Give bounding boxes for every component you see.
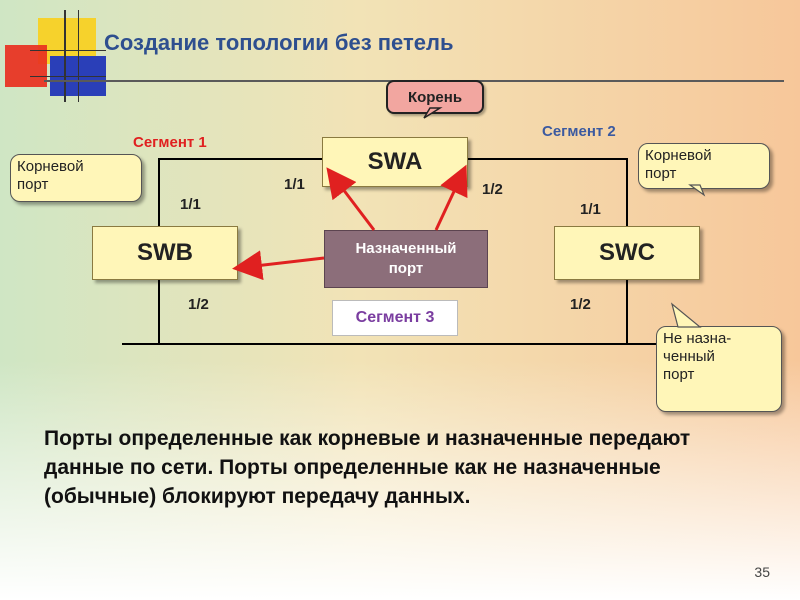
segment-3-wire <box>122 343 662 345</box>
swc-downlink-wire <box>626 279 628 344</box>
designated-port-line-2: порт <box>388 260 424 277</box>
designated-port-line-1: Назначенный <box>355 240 457 257</box>
segment-3-label: Сегмент 3 <box>332 300 458 336</box>
root-port-callout-right: Корневой порт <box>638 143 770 189</box>
segment-2-wire <box>466 158 626 160</box>
callout-left-line-1: Корневой <box>17 158 84 175</box>
port-swa-left: 1/1 <box>284 176 305 193</box>
segment-2-label: Сегмент 2 <box>542 123 616 140</box>
callout-nd-line-1: Не назна- <box>663 330 732 347</box>
port-swa-right: 1/2 <box>482 181 503 198</box>
swb-uplink-wire <box>158 158 160 226</box>
callout-right-line-1: Корневой <box>645 147 712 164</box>
switch-swb[interactable]: SWB <box>92 226 238 280</box>
slide-title: Создание топологии без петель <box>104 30 454 55</box>
arrow-to-swa-left <box>326 167 376 231</box>
designated-port-box: Назначенный порт <box>324 230 488 288</box>
non-designated-port-callout: Не назна- ченный порт <box>656 326 782 412</box>
swb-downlink-wire <box>158 279 160 344</box>
callout-nd-line-3: порт <box>663 366 695 383</box>
callout-left-line-2: порт <box>17 176 49 193</box>
callout-nd-tail <box>670 302 702 328</box>
port-swc-bottom: 1/2 <box>570 296 591 313</box>
page-number: 35 <box>754 564 770 580</box>
port-swb-bottom: 1/2 <box>188 296 209 313</box>
swc-uplink-wire <box>626 158 628 226</box>
slide-body-text: Порты определенные как корневые и назнач… <box>44 427 691 508</box>
switch-swc[interactable]: SWC <box>554 226 700 280</box>
segment-1-wire <box>158 158 322 160</box>
callout-right-tail <box>688 184 706 197</box>
port-swc-top: 1/1 <box>580 201 601 218</box>
port-swb-top: 1/1 <box>180 196 201 213</box>
arrow-to-swb <box>232 250 325 281</box>
decorative-squares <box>0 0 110 105</box>
root-label-tail <box>423 107 443 119</box>
segment-1-label: Сегмент 1 <box>133 134 207 151</box>
arrow-to-swa-right <box>434 164 468 231</box>
callout-nd-line-2: ченный <box>663 348 715 365</box>
root-port-callout-left: Корневой порт <box>10 154 142 202</box>
callout-right-line-2: порт <box>645 165 677 182</box>
